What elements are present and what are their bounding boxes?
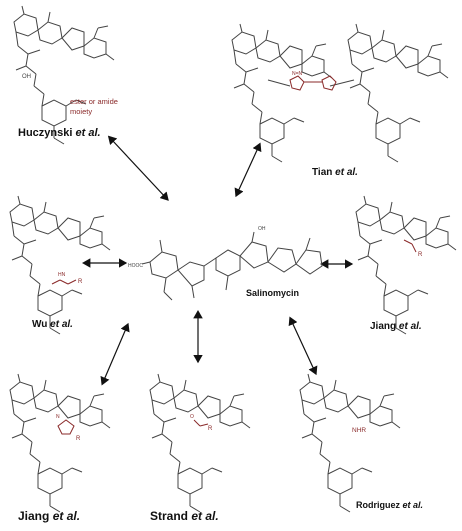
wu-name: Wu [32, 319, 48, 330]
wu-r-label: R [78, 279, 83, 285]
strand-structure [149, 373, 251, 513]
huczynski-oh-label: OH [22, 74, 31, 80]
jiang-bottom-suffix: et al. [52, 509, 81, 523]
wu-label: Wu et al. [32, 319, 73, 330]
tian-label: Tian et al. [312, 167, 358, 178]
jiang-bottom-r-label: R [76, 436, 81, 442]
jiang-bottom-name: Jiang [18, 509, 50, 523]
ester-amide-label-line1: ester or amide [70, 97, 118, 106]
strand-name: Strand [150, 509, 189, 523]
rodriguez-suffix: et al. [402, 500, 424, 510]
jiang-right-r-label: R [418, 252, 423, 258]
strand-r-label: R [208, 426, 213, 432]
wu-structure [9, 195, 111, 335]
arrows [82, 135, 354, 386]
jiang-right-label: Jiang et al. [370, 321, 422, 332]
tian-structure [231, 23, 449, 163]
strand-suffix: et al. [191, 509, 219, 523]
hooc-label-center: HOOC [128, 263, 143, 269]
jiang-bottom-n-label: N [56, 414, 60, 420]
wu-hn-label: HN [58, 272, 66, 278]
tian-name: Tian [312, 167, 333, 178]
jiang-right-structure [355, 195, 457, 335]
tian-nn-label: N=N [292, 71, 303, 77]
ester-amide-label-line2: moiety [70, 107, 92, 116]
wu-suffix: et al. [50, 319, 73, 330]
strand-o-label: O [190, 414, 194, 420]
salinomycin-structure [141, 231, 323, 301]
huczynski-suffix: et al. [75, 127, 101, 139]
rodriguez-nhr-label: NHR [352, 427, 366, 434]
arrow-jiang-bottom [100, 322, 130, 386]
arrow-rodriguez [288, 316, 318, 376]
jiang-bottom-structure [9, 373, 111, 513]
jiang-right-suffix: et al. [398, 321, 422, 332]
tian-suffix: et al. [335, 167, 358, 178]
strand-label: Strand et al. [150, 509, 219, 523]
huczynski-name: Huczynski [18, 127, 73, 139]
huczynski-label: Huczynski et al. [18, 127, 101, 139]
arrow-tian [234, 142, 262, 198]
salinomycin-label: Salinomycin [246, 288, 300, 298]
arrow-huczynski [107, 135, 169, 201]
rodriguez-label: Rodriguez et al. [356, 500, 423, 510]
center-oh-label: OH [258, 226, 266, 232]
jiang-bottom-label: Jiang et al. [18, 509, 80, 523]
rodriguez-structure [299, 373, 401, 513]
jiang-right-name: Jiang [370, 321, 397, 332]
rodriguez-name: Rodriguez [356, 500, 400, 510]
